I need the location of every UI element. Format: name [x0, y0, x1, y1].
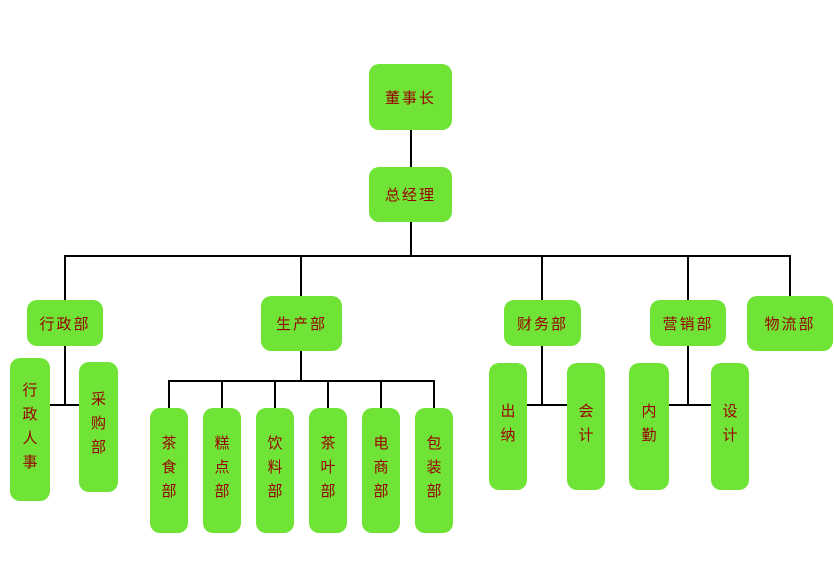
connector-drop-tea-leaf	[327, 380, 329, 408]
connector-drop-production	[300, 255, 302, 296]
connector-drop-admin	[64, 255, 66, 300]
node-chairman: 董事长	[369, 64, 452, 130]
connector-finance-children-drop	[541, 346, 543, 405]
node-marketing-dept: 营销部	[650, 300, 726, 346]
node-accounting: 会计	[567, 363, 605, 490]
connector-marketing-children-bus	[669, 404, 711, 406]
node-admin-dept: 行政部	[27, 300, 103, 346]
node-production-dept: 生产部	[261, 296, 342, 351]
node-tea-food-dept: 茶食部	[150, 408, 188, 533]
connector-marketing-children-drop	[687, 346, 689, 405]
connector-admin-children-bus	[50, 404, 79, 406]
connector-level2-bus	[64, 255, 791, 257]
connector-production-children-bus	[168, 380, 435, 382]
node-logistics-dept: 物流部	[747, 296, 833, 351]
connector-finance-children-bus	[527, 404, 567, 406]
node-finance-dept: 财务部	[504, 300, 581, 346]
node-purchasing-dept: 采购部	[79, 362, 118, 492]
connector-drop-finance	[541, 255, 543, 300]
connector-drop-pastry	[221, 380, 223, 408]
node-ecommerce-dept: 电商部	[362, 408, 400, 533]
connector-drop-logistics	[789, 255, 791, 296]
connector-gm-drop	[410, 222, 412, 256]
node-admin-hr: 行政人事	[10, 358, 50, 501]
node-packaging-dept: 包装部	[415, 408, 453, 533]
connector-chairman-gm	[410, 130, 412, 167]
node-pastry-dept: 糕点部	[203, 408, 241, 533]
connector-admin-children-drop	[64, 346, 66, 405]
connector-drop-ecommerce	[380, 380, 382, 408]
node-internal-affairs: 内勤	[629, 363, 669, 490]
node-general-manager: 总经理	[369, 167, 452, 222]
connector-drop-tea-food	[168, 380, 170, 408]
node-cashier: 出纳	[489, 363, 527, 490]
node-tea-leaf-dept: 茶叶部	[309, 408, 347, 533]
connector-drop-packaging	[433, 380, 435, 408]
node-beverage-dept: 饮料部	[256, 408, 294, 533]
connector-production-children-drop	[300, 351, 302, 381]
node-design: 设计	[711, 363, 749, 490]
connector-drop-beverage	[274, 380, 276, 408]
connector-drop-marketing	[687, 255, 689, 300]
